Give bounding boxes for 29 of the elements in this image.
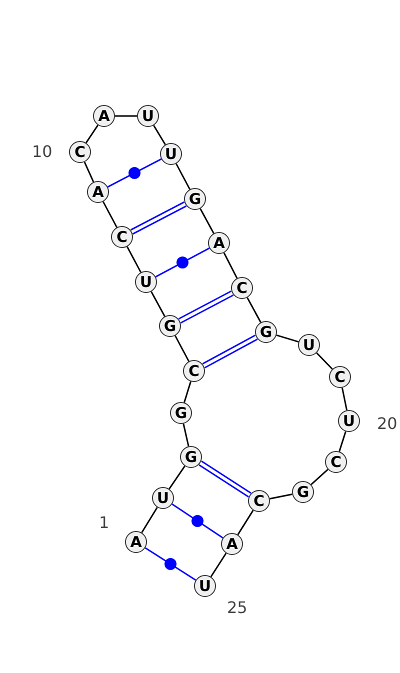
nucleotide-circle: G (292, 481, 314, 503)
nucleotide-circle: G (184, 188, 206, 210)
nucleotide-circle: G (180, 446, 202, 468)
position-number: 10 (32, 142, 52, 160)
nucleotide-circle: U (152, 487, 174, 509)
nucleotide-circle: U (338, 410, 360, 432)
nucleotide-circle: C (329, 366, 351, 388)
nucleotide-circle: C (248, 490, 270, 512)
nucleotide-circle: C (183, 360, 205, 382)
nucleotide-circle: G (170, 402, 192, 424)
nucleotide-circle: A (221, 533, 243, 555)
position-number: 25 (227, 598, 248, 616)
nucleotide-circle: C (231, 277, 253, 299)
nucleotide-circle: A (125, 531, 147, 553)
nucleotide-circle: U (137, 105, 159, 127)
nucleotide-circle: U (160, 143, 182, 165)
position-number: 1 (99, 512, 110, 532)
nucleotide-circle: G (159, 315, 181, 337)
nucleotide-circle: U (135, 271, 157, 293)
nucleotide-circle: C (69, 141, 91, 163)
nucleotide-circle: U (194, 575, 216, 597)
nucleotide-circle: U (298, 334, 320, 356)
nucleotide-circle: C (325, 451, 347, 473)
nucleotide-circle: G (255, 321, 277, 343)
nucleotide-circle: C (111, 226, 133, 248)
position-number: 20 (377, 414, 398, 432)
nucleotide-circle: A (93, 105, 115, 127)
nucleotide-circle: A (87, 181, 109, 203)
nucleotide-circle: A (208, 232, 230, 254)
